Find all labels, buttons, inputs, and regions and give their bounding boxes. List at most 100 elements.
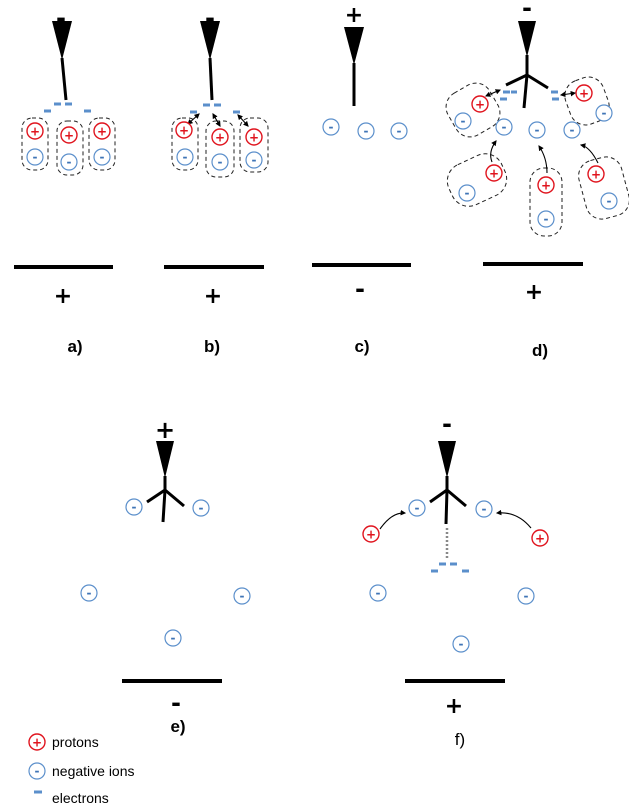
- legend-negative-ions-label: negative ions: [52, 763, 135, 779]
- panel-label-b: b): [204, 337, 220, 356]
- svg-text:-: -: [535, 123, 540, 137]
- negative-ion: -: [408, 499, 426, 517]
- negative-ion: -: [517, 587, 535, 605]
- negative-ion: -: [192, 499, 210, 517]
- svg-text:-: -: [465, 186, 470, 200]
- proton: +: [60, 126, 78, 144]
- svg-text:-: -: [199, 501, 204, 515]
- svg-text:-: -: [87, 586, 92, 600]
- double-arrow: [559, 90, 577, 98]
- double-arrow: [237, 114, 249, 127]
- svg-text:-: -: [397, 124, 402, 138]
- proton: +: [531, 529, 549, 547]
- ion-pair-group: [239, 117, 269, 173]
- ion-pair-group: [445, 82, 501, 138]
- ion-pair-group: [88, 117, 116, 171]
- negative-ion: -: [495, 118, 513, 136]
- svg-text:-: -: [171, 631, 176, 645]
- svg-text:+: +: [541, 179, 551, 193]
- plate-sign-c: -: [355, 275, 365, 303]
- panel-label-c: c): [354, 337, 369, 356]
- negative-ion: -: [80, 584, 98, 602]
- svg-text:-: -: [33, 150, 38, 164]
- plate-sign-e: -: [171, 689, 181, 717]
- svg-text:+: +: [489, 167, 499, 181]
- panel-f: - - - - - - + + + f): [362, 410, 549, 749]
- svg-text:-: -: [459, 637, 464, 651]
- negative-ion: -: [93, 148, 111, 166]
- panel-d: - + + + + + - - - - - - - -: [445, 0, 629, 360]
- panel-c: + - - - - c): [312, 3, 411, 356]
- needle-tip-d: [518, 21, 536, 57]
- ion-pair-group: [56, 120, 84, 176]
- negative-ion: -: [26, 148, 44, 166]
- svg-text:+: +: [249, 131, 259, 145]
- svg-text:+: +: [579, 87, 589, 101]
- proton: +: [471, 95, 489, 113]
- double-arrow: [212, 113, 221, 127]
- proton: +: [362, 525, 380, 543]
- legend-proton-symbol: +: [28, 733, 46, 751]
- proton: +: [245, 128, 263, 146]
- proton: +: [93, 122, 111, 140]
- svg-text:+: +: [97, 125, 107, 139]
- needle-sign-b: -: [205, 4, 215, 32]
- svg-text:+: +: [179, 124, 189, 138]
- negative-ion: -: [600, 192, 618, 210]
- negative-ion: -: [245, 151, 263, 169]
- ion-pair-group: [578, 156, 629, 220]
- svg-text:-: -: [183, 150, 188, 164]
- ion-pair-group: [171, 117, 199, 171]
- electron-cluster-f: [431, 562, 469, 573]
- needle-sign-f: -: [442, 410, 452, 438]
- svg-text:-: -: [329, 120, 334, 134]
- negative-ion: -: [390, 122, 408, 140]
- negative-ion: -: [528, 121, 546, 139]
- ion-pair-group: [529, 167, 563, 237]
- svg-text:-: -: [240, 589, 245, 603]
- svg-text:-: -: [100, 150, 105, 164]
- negative-ion: -: [322, 118, 340, 136]
- legend-electrons-label: electrons: [52, 790, 109, 806]
- legend-protons-label: protons: [52, 734, 99, 750]
- svg-text:+: +: [64, 129, 74, 143]
- electron-cluster-b: [190, 103, 240, 114]
- needle-sign-e: +: [155, 416, 175, 444]
- negative-ion: -: [458, 184, 476, 202]
- panel-label-d: d): [532, 341, 548, 360]
- svg-text:+: +: [535, 532, 545, 546]
- svg-text:-: -: [218, 155, 223, 169]
- svg-text:-: -: [364, 124, 369, 138]
- plate-sign-b: +: [204, 284, 222, 309]
- needle-tip-e: [156, 441, 174, 478]
- proton: +: [575, 84, 593, 102]
- proton: +: [537, 176, 555, 194]
- negative-ion: -: [563, 121, 581, 139]
- proton: +: [211, 128, 229, 146]
- svg-text:-: -: [544, 212, 549, 226]
- svg-text:-: -: [35, 764, 40, 778]
- svg-text:-: -: [415, 501, 420, 515]
- svg-text:-: -: [602, 106, 607, 120]
- plate-sign-a: +: [54, 284, 72, 309]
- svg-text:-: -: [461, 114, 466, 128]
- needle-sign-d: -: [522, 0, 532, 22]
- attraction-arrow: [490, 140, 497, 163]
- double-arrow: [484, 89, 502, 97]
- needle-sign-a: -: [56, 4, 66, 32]
- needle-tip-c: [344, 27, 364, 65]
- double-arrow: [187, 113, 200, 125]
- svg-text:-: -: [252, 153, 257, 167]
- proton: +: [587, 165, 605, 183]
- negative-ion: -: [369, 584, 387, 602]
- attraction-arrow: [379, 509, 407, 530]
- proton: +: [26, 122, 44, 140]
- electron-cluster-d: [500, 90, 559, 101]
- needle-wire-b: [208, 57, 214, 101]
- attraction-arrow: [538, 145, 548, 174]
- negative-ion: -: [357, 122, 375, 140]
- svg-text:-: -: [570, 123, 575, 137]
- svg-text:-: -: [376, 586, 381, 600]
- svg-text:+: +: [591, 168, 601, 182]
